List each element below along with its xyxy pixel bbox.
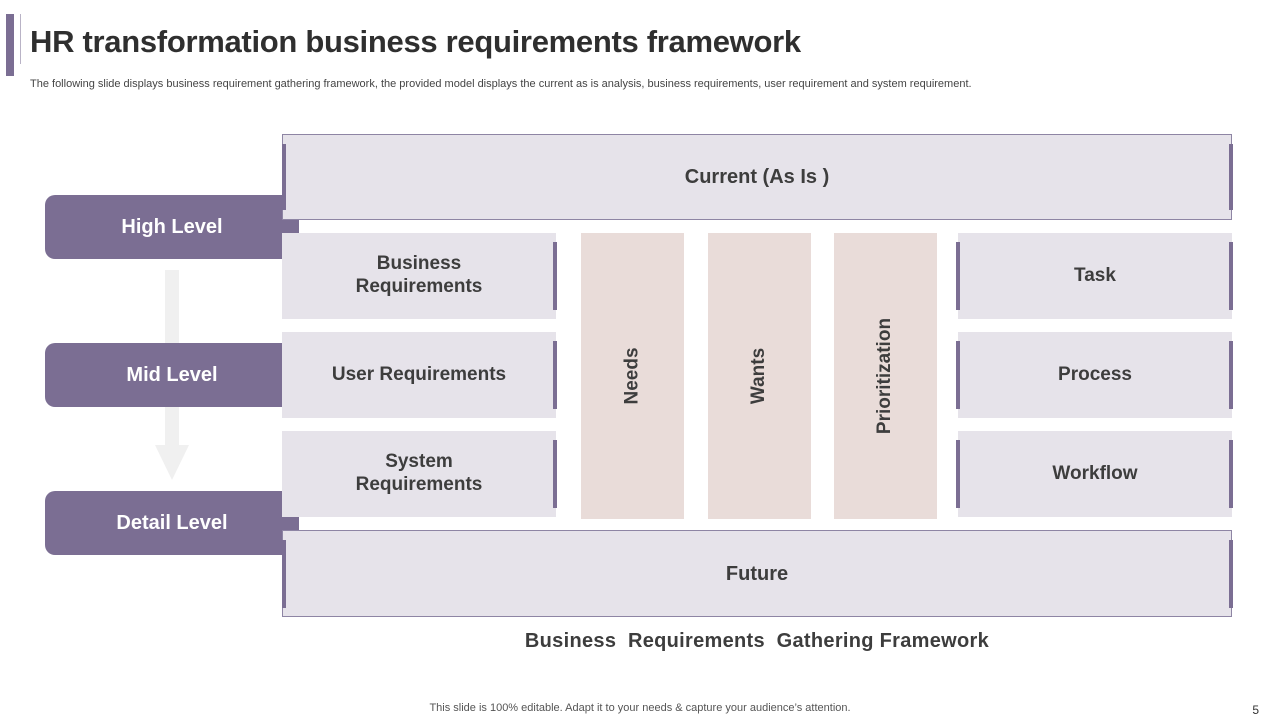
level-mid: Mid Level	[45, 343, 299, 407]
business-requirements-box: Business Requirements	[282, 233, 556, 319]
level-detail: Detail Level	[45, 491, 299, 555]
workflow-label: Workflow	[1052, 462, 1138, 484]
future-box: Future	[282, 530, 1232, 617]
user-requirements-label: User Requirements	[331, 363, 507, 385]
task-label: Task	[1074, 264, 1116, 286]
edge-marker	[553, 341, 557, 409]
edge-marker	[553, 242, 557, 310]
user-requirements-box: User Requirements	[282, 332, 556, 418]
future-label: Future	[725, 562, 789, 585]
system-requirements-box: System Requirements	[282, 431, 556, 517]
system-requirements-label: System Requirements	[355, 451, 483, 495]
accent-bar	[6, 14, 14, 76]
needs-label: Needs	[621, 347, 643, 405]
process-box: Process	[958, 332, 1232, 418]
needs-column: Needs	[581, 233, 684, 519]
edge-marker	[553, 440, 557, 508]
level-high: High Level	[45, 195, 299, 259]
wants-column: Wants	[708, 233, 811, 519]
process-label: Process	[1058, 363, 1132, 385]
edge-marker	[1229, 341, 1233, 409]
edge-marker	[282, 144, 286, 210]
current-as-is-box: Current (As Is )	[282, 134, 1232, 220]
workflow-box: Workflow	[958, 431, 1232, 517]
edge-marker	[1229, 242, 1233, 310]
edge-marker	[1229, 440, 1233, 508]
footer-note: This slide is 100% editable. Adapt it to…	[429, 702, 851, 714]
business-requirements-label: Business Requirements	[355, 253, 483, 297]
edge-marker	[1229, 144, 1233, 210]
task-box: Task	[958, 233, 1232, 319]
current-as-is-label: Current (As Is )	[684, 166, 830, 188]
edge-marker	[282, 540, 286, 608]
prioritization-label: Prioritization	[874, 317, 896, 435]
page-title: HR transformation business requirements …	[30, 24, 801, 59]
edge-marker	[956, 440, 960, 508]
accent-line	[20, 14, 21, 64]
page-number: 5	[1252, 703, 1259, 717]
prioritization-column: Prioritization	[834, 233, 937, 519]
edge-marker	[956, 242, 960, 310]
edge-marker	[956, 341, 960, 409]
framework-caption: Business Requirements Gathering Framewor…	[524, 630, 990, 652]
edge-marker	[1229, 540, 1233, 608]
wants-label: Wants	[748, 347, 770, 405]
page-subtitle: The following slide displays business re…	[30, 78, 972, 90]
